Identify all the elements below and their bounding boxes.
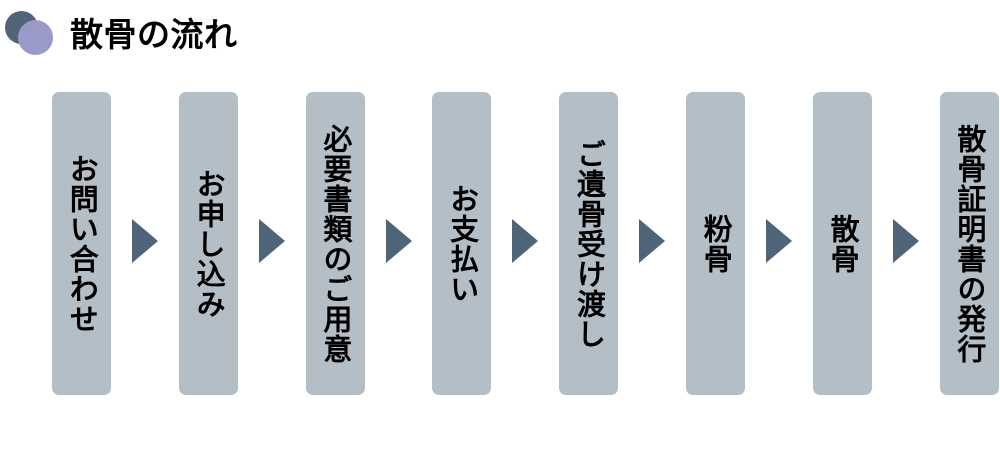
flow-arrow-5-to-6-icon [639,219,666,264]
flow-arrow-4-to-5-icon [512,219,539,264]
flow-step-box[interactable]: お支払い [432,92,492,395]
flow-step-box[interactable]: お問い合わせ [52,92,111,395]
arrow-triangle [512,219,539,263]
flow-step-label: お問い合わせ [65,153,100,334]
flow-step-6[interactable]: 粉骨 [686,92,745,395]
flow-step-label: 粉骨 [699,213,734,274]
process-flow: お問い合わせ お申し込み 必要書類のご用意 お支払い ご遺骨受け渡し 粉骨 散骨 散骨証明書の… [0,92,1000,397]
arrow-triangle [132,219,158,263]
flow-arrow-7-to-8-icon [892,219,920,264]
arrow-triangle [258,219,285,263]
flow-arrow-1-to-2-icon [132,219,159,264]
flow-step-4[interactable]: お支払い [432,92,492,395]
flow-arrow-2-to-3-icon [258,219,286,264]
flow-step-box[interactable]: 散骨 [812,92,872,395]
flow-step-1[interactable]: お問い合わせ [52,92,111,395]
arrow-triangle [892,219,919,263]
flow-step-box[interactable]: 粉骨 [686,92,745,395]
flow-step-3[interactable]: 必要書類のご用意 [305,92,365,395]
flow-step-8[interactable]: 散骨証明書の発行 [939,92,999,395]
flow-step-label: 散骨 [826,213,861,274]
arrow-triangle [766,219,792,263]
flow-step-7[interactable]: 散骨 [812,92,872,395]
flow-step-2[interactable]: お申し込み [178,92,238,395]
flow-arrow-3-to-4-icon [385,219,413,264]
flow-step-box[interactable]: 必要書類のご用意 [305,92,365,395]
flow-step-box[interactable]: お申し込み [178,92,238,395]
flow-arrow-6-to-7-icon [766,219,793,264]
flow-step-box[interactable]: 散骨証明書の発行 [939,92,999,395]
flow-step-label: ご遺骨受け渡し [572,138,607,349]
flow-step-5[interactable]: ご遺骨受け渡し [559,92,619,395]
arrow-triangle [385,219,412,263]
flow-step-label: お申し込み [192,168,227,319]
logo-mark [4,10,56,56]
flow-step-label: 散骨証明書の発行 [952,123,987,364]
flow-step-label: 必要書類のご用意 [318,123,353,364]
diagram-header: 散骨の流れ [0,0,1000,80]
page-title: 散骨の流れ [70,16,238,53]
flow-step-box[interactable]: ご遺骨受け渡し [559,92,619,395]
flow-step-label: お支払い [445,183,480,304]
decorative-circle-light-icon [18,20,53,55]
arrow-triangle [639,219,666,263]
